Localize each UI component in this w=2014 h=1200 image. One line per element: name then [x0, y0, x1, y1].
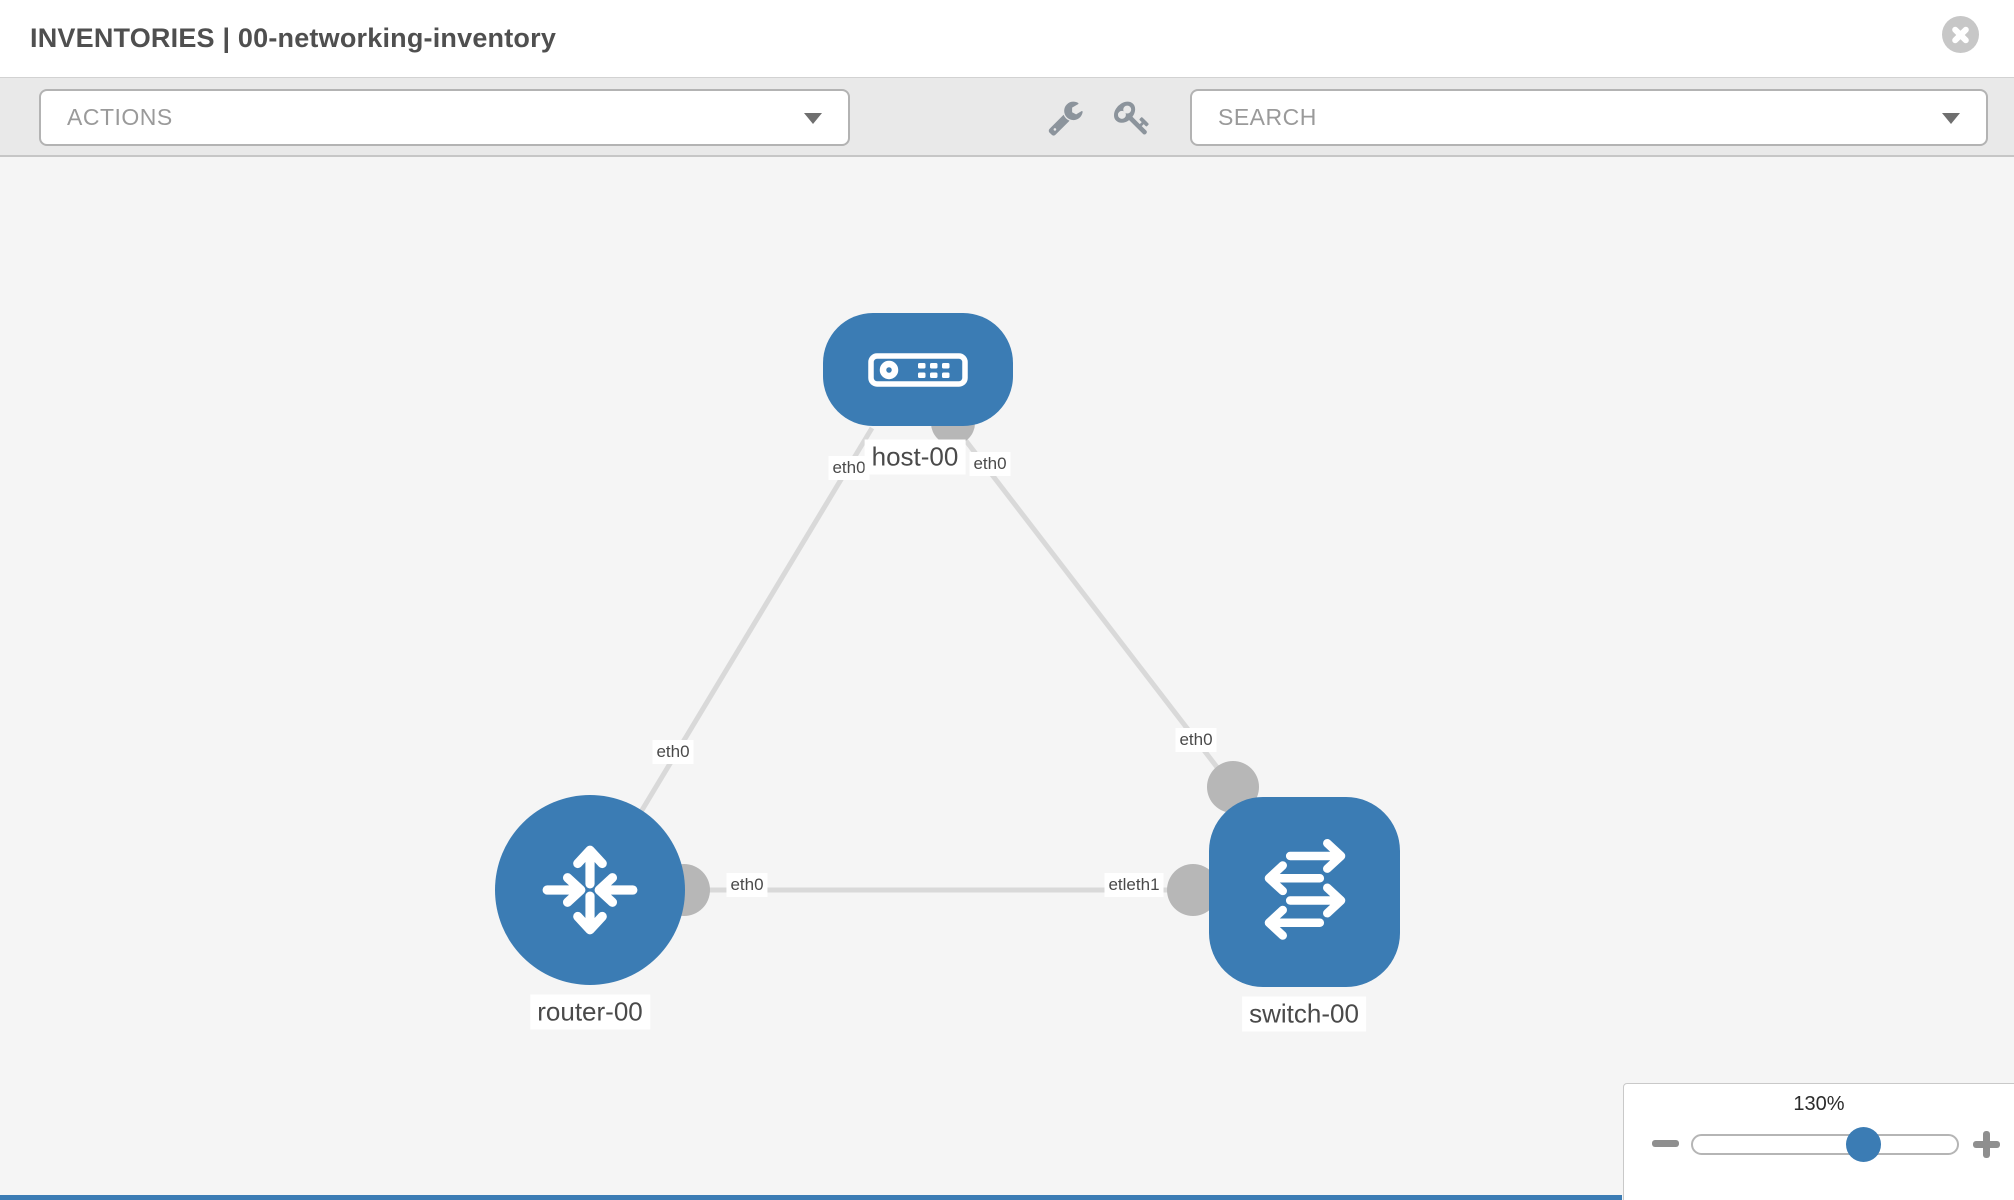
- credentials-button[interactable]: [1114, 99, 1151, 136]
- zoom-percentage: 130%: [1793, 1093, 1845, 1115]
- topology-canvas[interactable]: [0, 157, 2014, 1200]
- actions-dropdown-label: ACTIONS: [67, 104, 173, 130]
- caret-down-icon: [804, 113, 822, 124]
- search-dropdown[interactable]: SEARCH: [1190, 89, 1988, 146]
- caret-down-icon: [1942, 113, 1960, 124]
- plus-icon: [1983, 1131, 1990, 1158]
- toolbar: ACTIONS SEARCH: [0, 77, 2014, 157]
- iface-label-router-right: eth0: [726, 873, 768, 897]
- link-host-router: [615, 426, 875, 852]
- router-icon: [542, 845, 638, 935]
- node-label-host-00: host-00: [864, 439, 966, 475]
- iface-label-host-left: eth0: [828, 456, 870, 480]
- bottom-accent-strip: [0, 1195, 1622, 1200]
- host-icon: [868, 352, 968, 387]
- close-button[interactable]: [1942, 16, 1979, 53]
- link-host-switch: [951, 422, 1235, 790]
- key-icon: [1114, 101, 1149, 135]
- iface-label-host-right: eth0: [969, 452, 1011, 476]
- node-label-router-00: router-00: [530, 994, 650, 1030]
- node-host-00[interactable]: [823, 313, 1013, 426]
- search-placeholder: SEARCH: [1218, 104, 1317, 130]
- iface-label-router-top: eth0: [652, 740, 694, 764]
- switch-icon: [1264, 839, 1345, 940]
- zoom-out-button[interactable]: [1652, 1140, 1679, 1147]
- node-switch-00[interactable]: [1209, 797, 1400, 987]
- node-label-switch-00: switch-00: [1242, 996, 1366, 1032]
- interface-dot-switch-left: [1167, 864, 1219, 916]
- iface-label-switch-top: eth0: [1175, 728, 1217, 752]
- zoom-slider-track[interactable]: [1691, 1134, 1959, 1155]
- iface-label-switch-left: etleth1: [1104, 873, 1164, 897]
- wrench-icon: [1048, 101, 1083, 136]
- actions-dropdown[interactable]: ACTIONS: [39, 89, 850, 146]
- window-header: INVENTORIES | 00-networking-inventory: [0, 0, 2014, 77]
- page-title: INVENTORIES | 00-networking-inventory: [30, 23, 557, 53]
- zoom-in-button[interactable]: [1973, 1131, 2000, 1158]
- tools-button[interactable]: [1047, 99, 1084, 136]
- zoom-slider-handle[interactable]: [1846, 1127, 1881, 1162]
- node-router-00[interactable]: [495, 795, 685, 985]
- zoom-control-panel: 130%: [1623, 1083, 2014, 1200]
